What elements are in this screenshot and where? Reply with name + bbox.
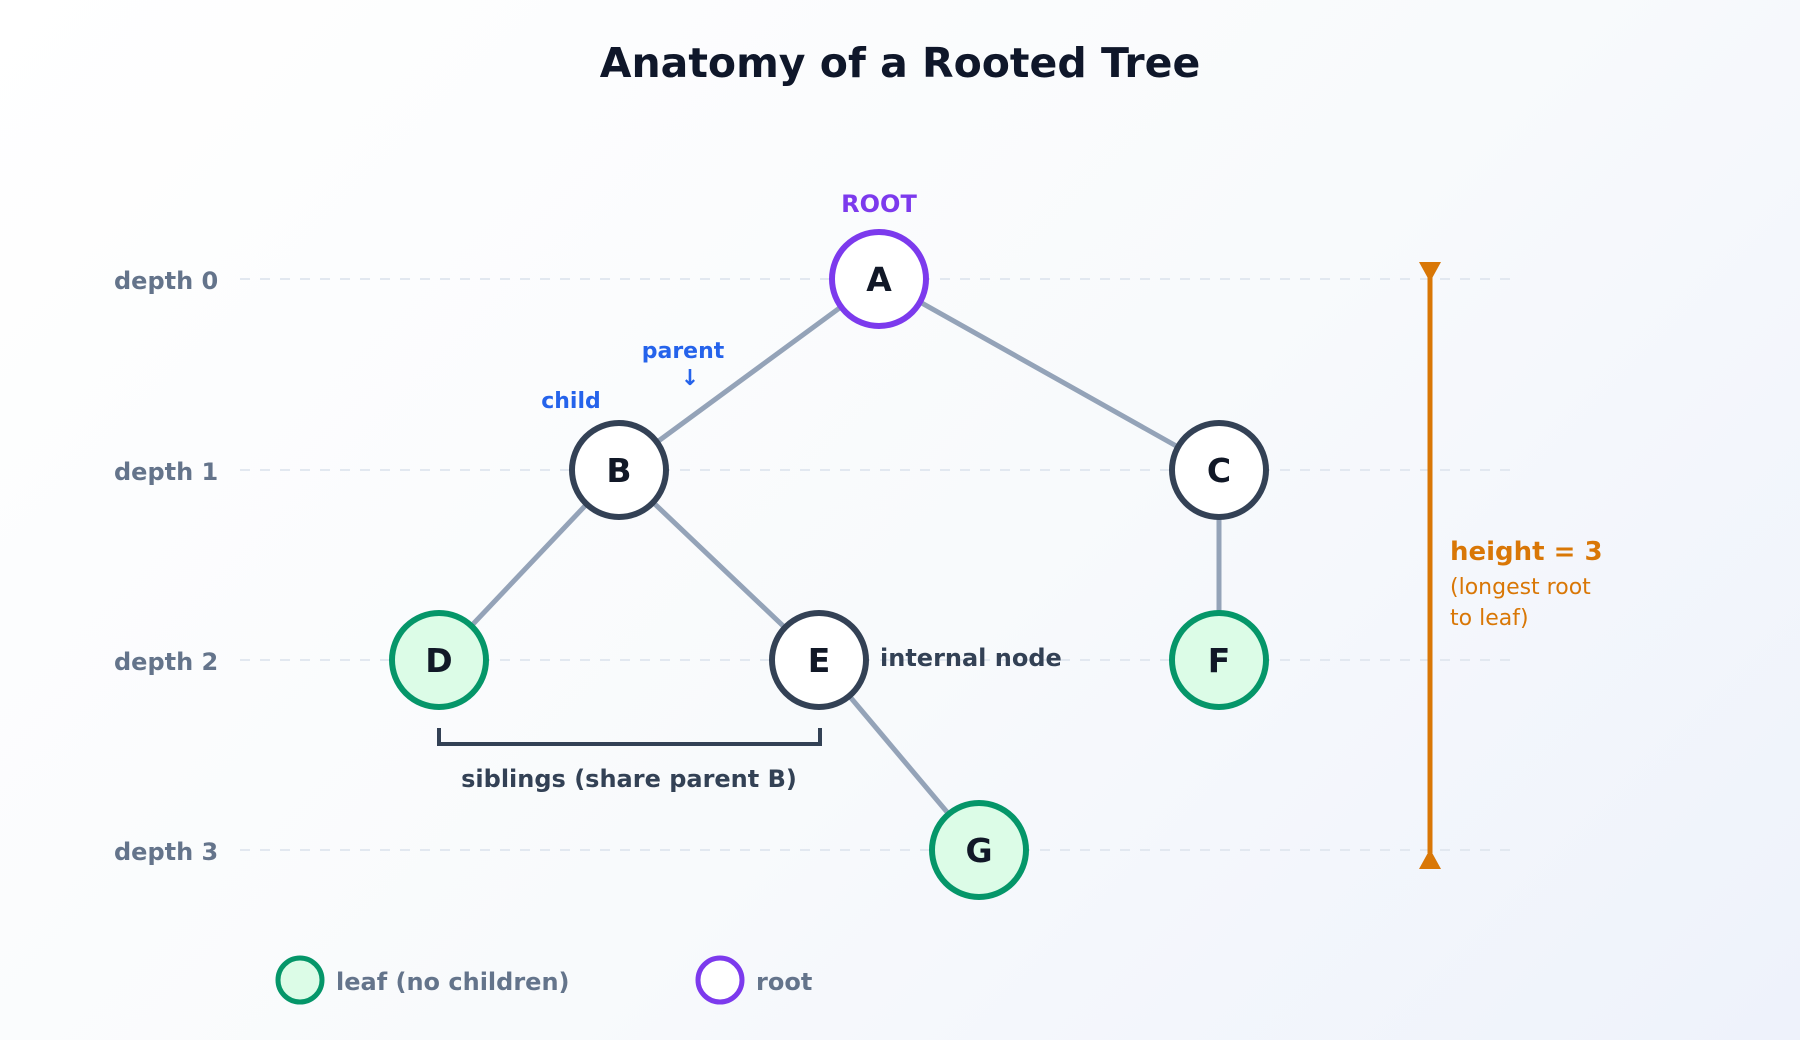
- siblings-bracket: [437, 728, 822, 746]
- node-d-label: D: [425, 641, 452, 680]
- parent-annotation: parent: [642, 339, 725, 364]
- child-annotation: child: [541, 389, 601, 414]
- height-sub-label-1: (longest root: [1450, 575, 1591, 600]
- page-title: Anatomy of a Rooted Tree: [600, 39, 1201, 87]
- node-b-circle: [569, 420, 669, 520]
- depth-2-label: depth 2: [114, 648, 218, 676]
- node-e-circle: [769, 610, 869, 710]
- legend-leaf-label: leaf (no children): [336, 968, 570, 996]
- node-c: C: [1169, 420, 1269, 520]
- node-f-circle: [1169, 610, 1269, 710]
- node-d-circle: [389, 610, 489, 710]
- node-c-circle: [1169, 420, 1269, 520]
- node-b: B: [569, 420, 669, 520]
- height-top-arrow-icon: [1419, 262, 1441, 282]
- node-a-label: A: [866, 260, 892, 299]
- parent-arrow-icon: ↓: [681, 366, 699, 391]
- height-label: height = 3: [1450, 537, 1603, 567]
- node-b-label: B: [606, 451, 631, 490]
- node-g-label: G: [965, 831, 992, 870]
- node-e-label: E: [808, 641, 831, 680]
- siblings-label: siblings (share parent B): [461, 765, 797, 793]
- legend-root-label: root: [756, 968, 812, 996]
- height-bottom-arrow-icon: [1419, 849, 1441, 869]
- legend: leaf (no children) root: [275, 955, 812, 1005]
- node-g-circle: [929, 800, 1029, 900]
- root-annotation: ROOT: [841, 190, 917, 218]
- height-sub-label-2: to leaf): [1450, 606, 1529, 631]
- internal-node-annotation: internal node: [880, 644, 1062, 672]
- node-f-label: F: [1208, 641, 1231, 680]
- node-d: D: [389, 610, 489, 710]
- depth-1-label: depth 1: [114, 458, 218, 486]
- depth-3-label: depth 3: [114, 838, 218, 866]
- node-c-label: C: [1207, 451, 1231, 490]
- node-f: F: [1169, 610, 1269, 710]
- node-a: A: [829, 229, 929, 329]
- edge-a-b: [616, 276, 882, 473]
- node-e: E: [769, 610, 869, 710]
- legend-leaf-swatch: [275, 955, 325, 1005]
- node-a-circle: [829, 229, 929, 329]
- edge-a-c: [876, 276, 1222, 473]
- node-g: G: [929, 800, 1029, 900]
- legend-root-swatch: [695, 955, 745, 1005]
- depth-0-label: depth 0: [114, 267, 218, 295]
- nodes-layer: A B C D E F G: [389, 229, 1269, 900]
